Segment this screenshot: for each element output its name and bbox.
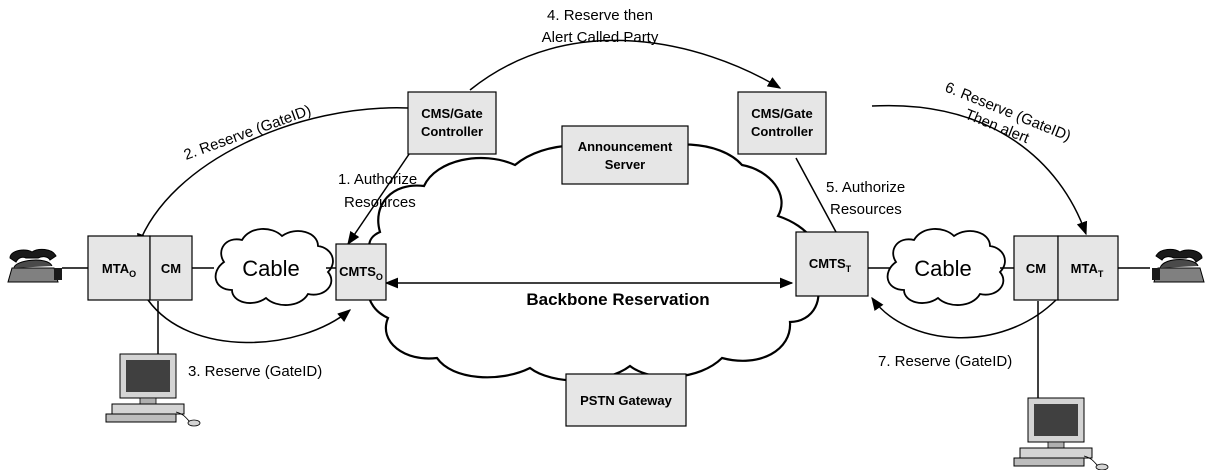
reserve-3-arrow [147,299,352,344]
reserve-2-arrow [137,107,409,248]
step-2-label: 2. Reserve (GateID) [182,102,314,164]
cm-left-box [149,235,193,301]
cable-left-label: Cable [242,256,299,281]
reserve-4-arrow [469,39,782,91]
announcement-server-box [561,125,689,185]
reserve-6-arrow [871,104,1088,236]
mta-t-label: MTAT [1071,261,1104,279]
cmts-o-box [335,243,387,301]
telephone-icon [1152,248,1205,283]
announcement-label-1: Announcement [578,139,673,154]
cm-right-label: CM [1026,261,1046,276]
computer-icon [1013,397,1109,470]
cable-cloud-right [886,228,1006,306]
mta-o-label: MTAO [102,261,136,279]
step-1-label-line2: Resources [344,194,416,211]
step-5-label-line1: 5. Authorize [826,179,905,196]
step-4-label-line1: 4. Reserve then [547,7,653,24]
reserve-7-arrow [871,296,1057,339]
cmts-o-label: CMTSO [339,264,383,282]
announcement-label-2: Server [605,157,645,172]
pstn-gateway-box [565,373,687,427]
mta-o-box [87,235,151,301]
cm-right-box [1013,235,1059,301]
step-3-label: 3. Reserve (GateID) [188,363,322,380]
telephone-icon [7,248,62,283]
mta-t-box [1057,235,1119,301]
authorize-left-arrow [347,137,421,246]
cm-left-label: CM [161,261,181,276]
cmts-t-label: CMTST [809,256,852,274]
cms-right-label-2: Controller [751,124,813,139]
cms-gate-controller-right-box [737,91,827,155]
backbone-reservation-label: Backbone Reservation [526,290,709,309]
cable-right-label: Cable [914,256,971,281]
cms-left-label-2: Controller [421,124,483,139]
cms-left-label-1: CMS/Gate [421,106,482,121]
step-1-label-line1: 1. Authorize [338,171,417,188]
cms-gate-controller-left-box [407,91,497,155]
backbone-cloud [366,143,820,382]
step-4-label-line2: Alert Called Party [542,29,659,46]
step-7-label: 7. Reserve (GateID) [878,353,1012,370]
step-5-label-line2: Resources [830,201,902,218]
cms-right-label-1: CMS/Gate [751,106,812,121]
cmts-t-box [795,231,869,297]
pstn-gateway-label: PSTN Gateway [580,393,673,408]
cms-right-to-cmts-t-line [795,157,837,233]
cable-cloud-left [214,228,334,306]
computer-icon [105,353,201,427]
